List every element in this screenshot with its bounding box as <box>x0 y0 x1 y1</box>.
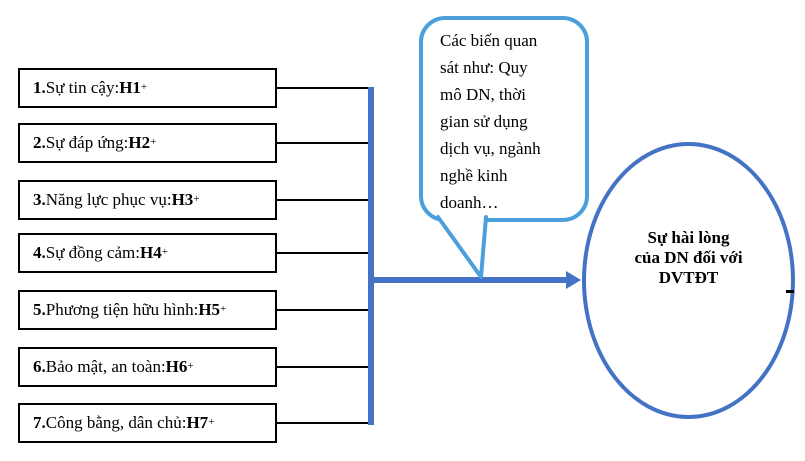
main-arrow-line <box>370 277 567 283</box>
callout-text: Các biến quan sát như: Quy mô DN, thời g… <box>440 31 541 212</box>
factor-box-5: 5. Phương tiện hữu hình: H5+ <box>18 290 277 330</box>
hypothesis-code: H3 <box>171 190 194 209</box>
factor-label: Bảo mật, an toàn: <box>45 357 166 376</box>
main-arrow-head-icon <box>566 271 581 289</box>
hypothesis-code: H1 <box>119 78 141 97</box>
connector-line-2 <box>277 142 371 144</box>
factor-label: Sự đồng cảm: <box>45 243 140 262</box>
factor-label: Sự đáp ứng: <box>45 133 129 152</box>
connector-line-6 <box>277 366 371 368</box>
factor-box-3: 3. Năng lực phục vụ: H3+ <box>18 180 277 220</box>
factor-box-4: 4. Sự đồng cảm: H4+ <box>18 233 277 273</box>
stray-mark-artifact <box>786 290 794 293</box>
connector-line-5 <box>277 309 371 311</box>
factor-number: 1. <box>33 78 46 97</box>
factor-number: 7. <box>33 413 46 432</box>
connector-line-3 <box>277 199 371 201</box>
collector-vertical-line <box>368 87 374 425</box>
hypothesis-code: H4 <box>139 243 162 262</box>
factor-number: 4. <box>33 243 46 262</box>
outcome-label: Sự hài lòng của DN đối với DVTĐT <box>634 228 743 287</box>
factor-label: Công bằng, dân chủ: <box>45 413 187 432</box>
outcome-ellipse: Sự hài lòng của DN đối với DVTĐT <box>582 142 795 419</box>
callout-bubble: Các biến quan sát như: Quy mô DN, thời g… <box>419 16 589 222</box>
factor-number: 2. <box>33 133 46 152</box>
factor-number: 6. <box>33 357 46 376</box>
connector-line-1 <box>277 87 371 89</box>
hypothesis-code: H2 <box>128 133 151 152</box>
factor-label: Năng lực phục vụ: <box>45 190 172 209</box>
hypothesis-code: H6 <box>165 357 188 376</box>
factor-box-1: 1. Sự tin cậy: H1+ <box>18 68 277 108</box>
factor-box-7: 7. Công bằng, dân chủ: H7+ <box>18 403 277 443</box>
factor-number: 5. <box>33 300 46 319</box>
connector-line-7 <box>277 422 371 424</box>
factor-number: 3. <box>33 190 46 209</box>
factor-label: Phương tiện hữu hình: <box>45 300 199 319</box>
hypothesis-code: H7 <box>186 413 209 432</box>
factor-box-2: 2. Sự đáp ứng: H2+ <box>18 123 277 163</box>
connector-line-4 <box>277 252 371 254</box>
factor-label: Sự tin cậy: <box>45 78 120 97</box>
hypothesis-code: H5 <box>198 300 221 319</box>
factor-box-6: 6. Bảo mật, an toàn: H6+ <box>18 347 277 387</box>
